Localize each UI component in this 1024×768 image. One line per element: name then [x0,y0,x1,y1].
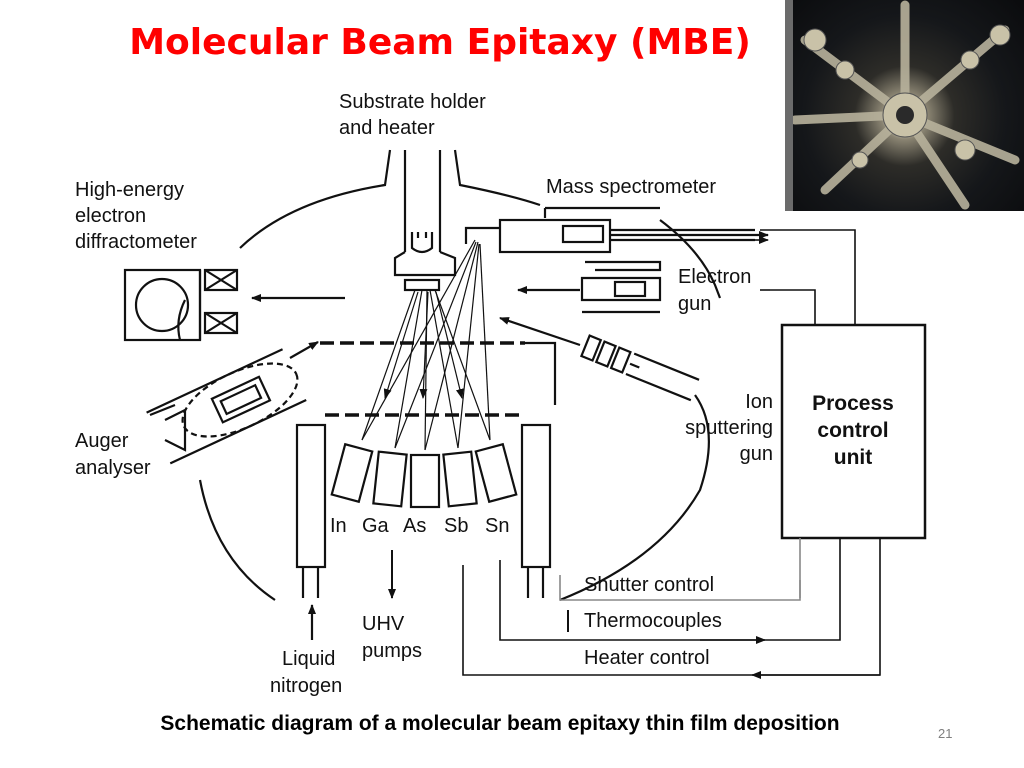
label-heed-3: diffractometer [75,231,197,253]
effusion-cell-sn [474,442,518,504]
label-uhv-2: pumps [362,640,422,662]
effusion-cell-sb [442,450,478,508]
electron-gun [580,260,662,314]
label-substrate-heater: and heater [339,117,435,139]
ion-sputtering-gun [579,334,700,402]
label-uhv-1: UHV [362,613,405,635]
label-heed-2: electron [75,205,146,227]
label-thermocouples: Thermocouples [584,610,722,632]
label-auger-2: analyser [75,457,151,479]
label-source-ga: Ga [362,515,390,537]
label-substrate-holder: Substrate holder [339,91,486,113]
effusion-cell-as [409,453,441,509]
photo-artwork [785,0,1020,211]
label-pcu-1: Process [812,392,894,415]
label-pcu-3: unit [834,446,872,469]
auger-analyser [146,348,307,465]
mass-spectrometer [464,206,755,254]
chamber-wall [659,219,722,299]
shutter-control-line [559,538,801,601]
label-ln2-2: nitrogen [270,675,342,697]
slide-caption: Schematic diagram of a molecular beam ep… [160,712,840,735]
label-electron-gun-1: Electron [678,266,751,288]
label-ln2-1: Liquid [282,648,335,670]
label-heed-1: High-energy [75,179,184,201]
heed-detector [123,268,239,342]
chamber-wall [177,299,186,341]
label-auger-1: Auger [75,430,129,452]
chamber-wall [453,149,541,207]
label-heater-control: Heater control [584,647,710,669]
label-source-in: In [330,515,347,537]
molecular-beams [361,239,491,451]
effusion-cell-in [330,442,374,504]
substrate-holder-heater [393,150,457,292]
label-pcu-2: control [817,419,888,442]
effusion-cell-ga [372,450,408,508]
label-electron-gun-2: gun [678,293,711,315]
process-control-unit [780,323,927,540]
slide-title: Molecular Beam Epitaxy (MBE) [129,22,751,63]
label-source-sn: Sn [485,515,509,537]
chamber-wall [239,149,392,249]
chamber-wall [559,394,710,602]
label-ion-gun-3: gun [740,443,773,465]
label-shutter-control: Shutter control [584,574,714,596]
label-source-as: As [403,515,426,537]
effusion-cells [330,442,518,509]
slide-number: 21 [938,726,953,741]
label-ion-gun-1: Ion [745,391,773,413]
mbe-chamber-photo [785,0,1024,211]
chamber-wall [198,479,276,601]
label-mass-spectrometer: Mass spectrometer [546,176,716,198]
label-source-sb: Sb [444,515,468,537]
label-ion-gun-2: sputtering [685,417,773,439]
